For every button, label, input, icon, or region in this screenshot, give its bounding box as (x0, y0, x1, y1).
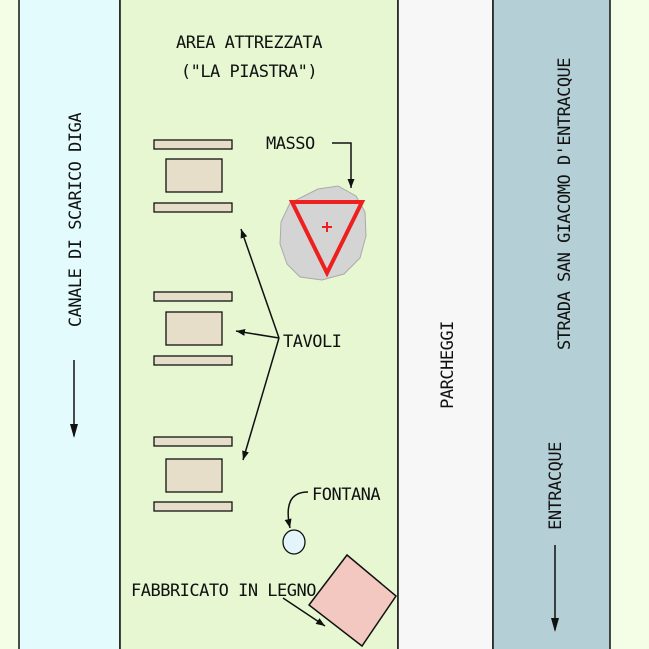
area-title-line2: ("LA PIASTRA") (181, 62, 317, 82)
yield-triangle-icon (288, 200, 366, 278)
table-bench-bottom (153, 355, 233, 366)
rock-label: MASSO (266, 134, 315, 154)
fountain-pointer (284, 491, 309, 529)
tables-label: TAVOLI (283, 332, 341, 352)
table-bench-top (153, 139, 233, 150)
road-strip (492, 0, 611, 649)
table-bench-top (153, 436, 233, 447)
fountain (282, 529, 306, 555)
building-label: FABBRICATO IN LEGNO (131, 581, 316, 601)
table-group-1 (153, 139, 233, 213)
canal-strip (18, 0, 121, 649)
road-direction-label: ENTRACQUE (546, 442, 566, 530)
table-bench-bottom (153, 501, 233, 512)
table-top (165, 311, 223, 346)
table-group-3 (153, 436, 233, 512)
table-top (165, 458, 223, 493)
tables-pointers (235, 228, 280, 461)
fountain-label: FONTANA (312, 485, 380, 505)
road-label: STRADA SAN GIACOMO D'ENTRACQUE (555, 58, 575, 350)
building-pointer (282, 597, 326, 627)
area-title-line1: AREA ATTREZZATA (176, 33, 322, 53)
table-bench-bottom (153, 202, 233, 213)
rock-pointer (332, 142, 355, 188)
canal-label: CANALE DI SCARICO DIGA (66, 113, 86, 327)
canal-arrow-icon (70, 360, 78, 438)
table-group-2 (153, 291, 233, 366)
parking-label: PARCHEGGI (438, 321, 458, 409)
picnic-area-strip (119, 0, 399, 649)
table-top (165, 158, 223, 193)
rock (279, 185, 367, 281)
road-arrow-icon (551, 545, 559, 632)
wooden-building (307, 553, 398, 648)
table-bench-top (153, 291, 233, 302)
